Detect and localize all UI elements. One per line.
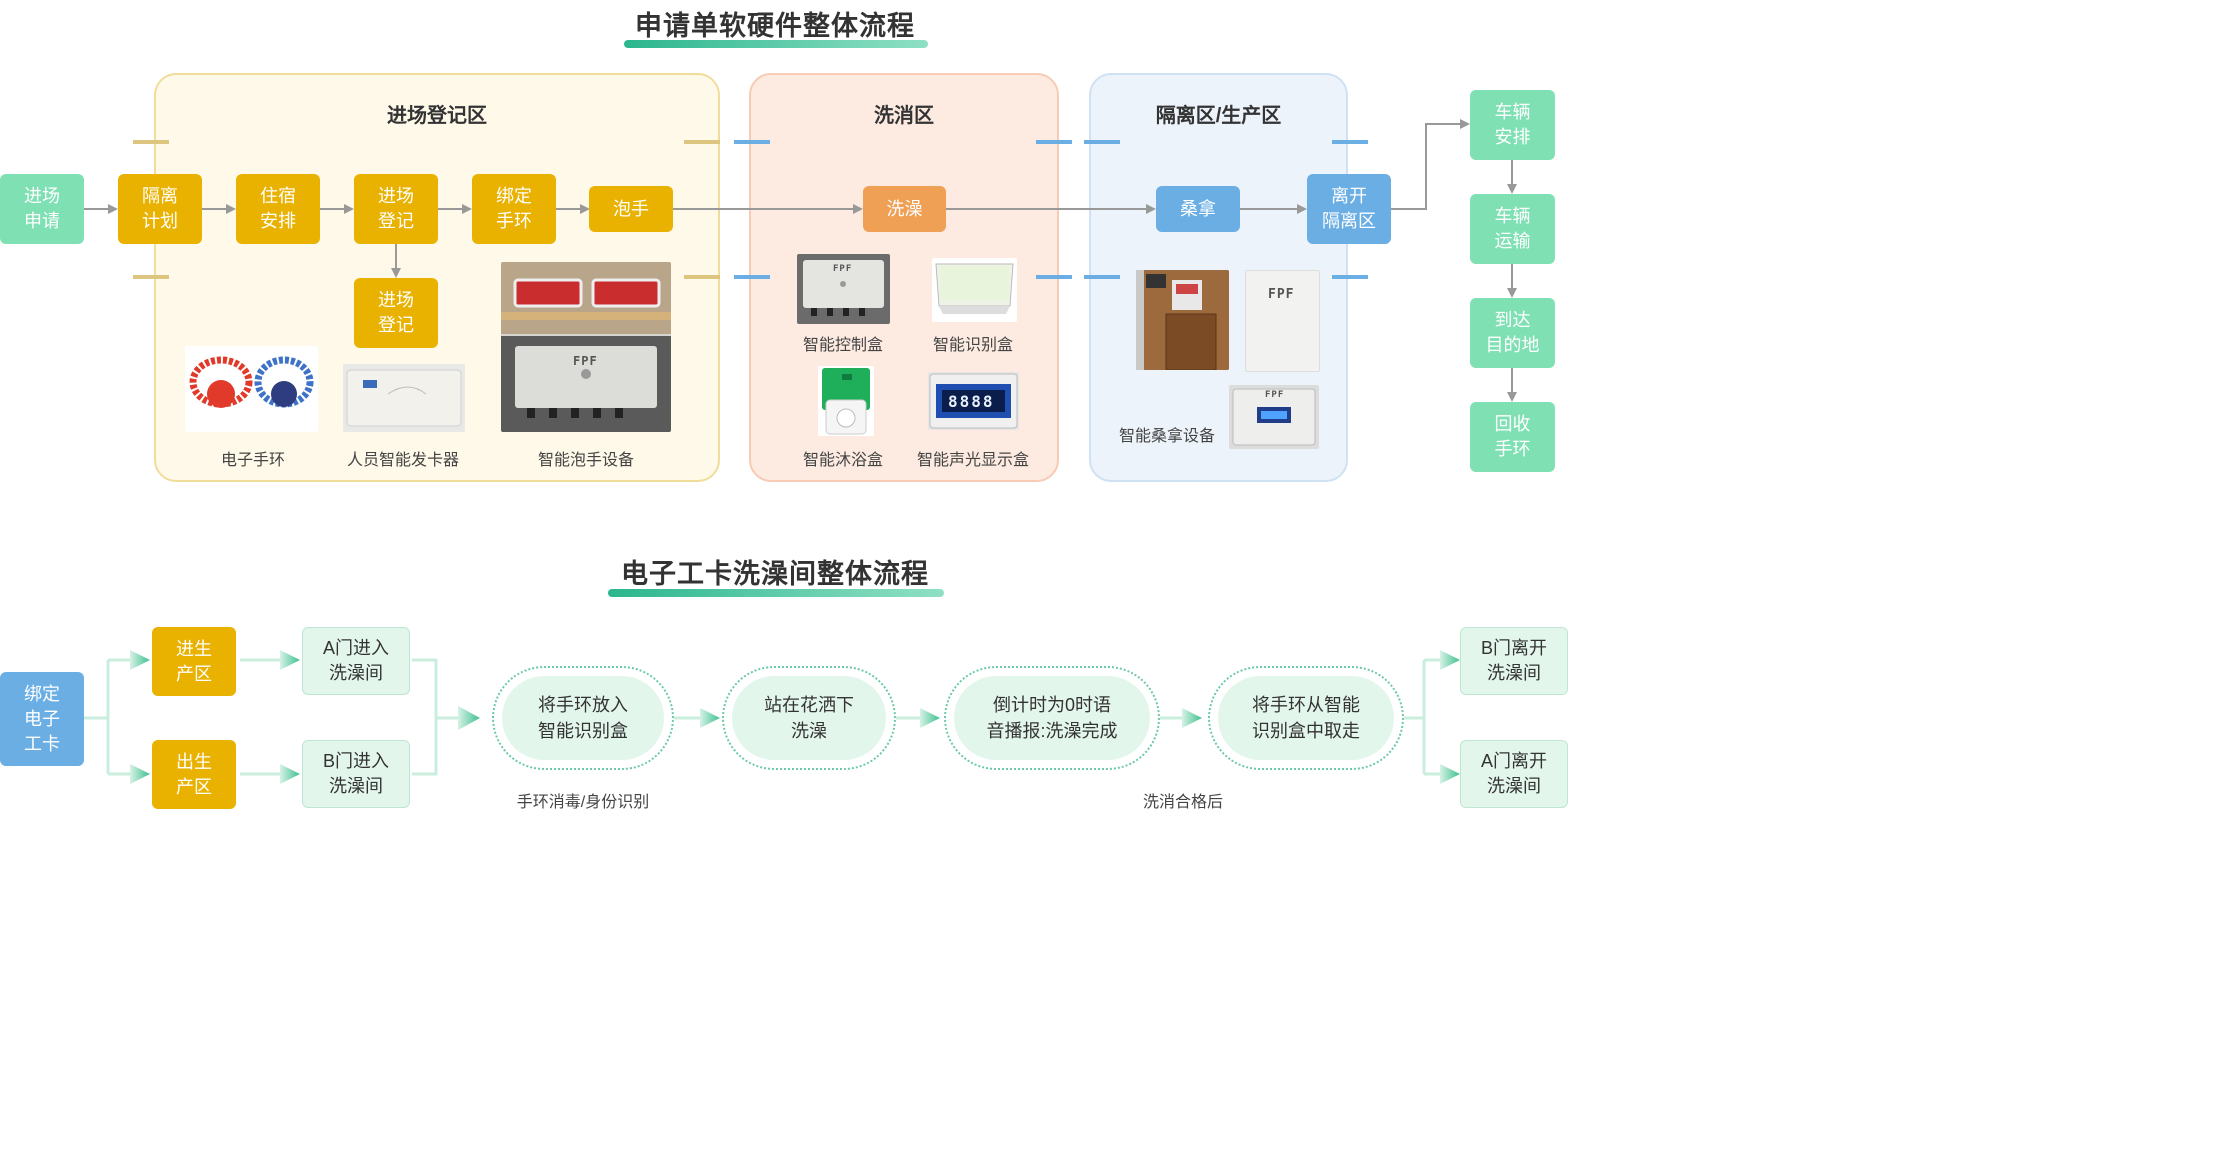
boundary-bar — [734, 275, 770, 279]
bind-work-card-node: 绑定 电子 工卡 — [0, 672, 84, 766]
bracelet-caption: 电子手环 — [220, 452, 285, 469]
step-put-bracelet: 将手环放入 智能识别盒 — [502, 676, 664, 760]
sauna-panel-photo: FPF — [1245, 270, 1320, 372]
shower-node: 洗澡 — [863, 186, 946, 232]
step-pill-4 — [1208, 666, 1404, 770]
fpf-logo: FPF — [1265, 390, 1285, 400]
boundary-bar — [1084, 140, 1120, 144]
step-pill-3 — [944, 666, 1160, 770]
top-flow-arrows — [84, 119, 1517, 402]
boundary-bar — [1084, 275, 1120, 279]
boundary-bar — [684, 140, 720, 144]
isolation-plan-node: 隔离 计划 — [118, 174, 202, 244]
sauna-controller-photo: FPF — [1229, 385, 1319, 449]
top-title-underline — [624, 40, 928, 48]
bath-box-photo — [818, 366, 874, 436]
step-pill-2 — [722, 666, 896, 770]
boundary-bar — [1036, 275, 1072, 279]
card-issuer-caption: 人员智能发卡器 — [346, 452, 459, 469]
recognition-box-photo — [932, 258, 1017, 322]
boundary-bar — [133, 140, 169, 144]
boundary-bar — [684, 275, 720, 279]
exit-production-node: 出生 产区 — [152, 740, 236, 809]
display-box-caption: 智能声光显示盒 — [916, 452, 1029, 469]
display-box-photo: 8888 — [928, 372, 1019, 430]
accommodation-node: 住宿 安排 — [236, 174, 320, 244]
zone-wash-title: 洗消区 — [874, 105, 934, 127]
recycle-bracelet-node: 回收 手环 — [1470, 402, 1555, 472]
hand-soak-photo: FPF — [501, 262, 671, 432]
entry-register-node: 进场 登记 — [354, 174, 438, 244]
step-countdown: 倒计时为0时语 音播报:洗澡完成 — [954, 676, 1150, 760]
boundary-bar — [1036, 140, 1072, 144]
card-issuer-photo — [343, 364, 465, 432]
zone-isolation-title: 隔离区/生产区 — [1155, 105, 1282, 127]
caption-after-qualified: 洗消合格后 — [1142, 794, 1223, 811]
sauna-device-caption: 智能桑拿设备 — [1118, 428, 1215, 445]
step-shower: 站在花洒下 洗澡 — [732, 676, 886, 760]
zone-entry-title: 进场登记区 — [387, 105, 487, 127]
bind-bracelet-node: 绑定 手环 — [472, 174, 556, 244]
boundary-bar — [1332, 275, 1368, 279]
fpf-logo: FPF — [1268, 287, 1295, 302]
step-pill-1 — [492, 666, 674, 770]
enter-production-node: 进生 产区 — [152, 627, 236, 696]
bottom-flow-arrows — [84, 650, 1460, 784]
sauna-room-photo — [1136, 270, 1229, 370]
hand-soak-caption: 智能泡手设备 — [537, 452, 634, 469]
sauna-node: 桑拿 — [1156, 186, 1240, 232]
leave-isolation-node: 离开 隔离区 — [1307, 174, 1391, 244]
control-box-photo: FPF — [797, 254, 890, 324]
door-b-enter-node: B门进入 洗澡间 — [302, 740, 410, 808]
hand-soak-node: 泡手 — [589, 186, 673, 232]
bottom-title: 电子工卡洗澡间整体流程 — [621, 559, 929, 589]
caption-disinfect-identify: 手环消毒/身份识别 — [516, 794, 650, 811]
bracelet-photo — [185, 346, 318, 432]
control-box-caption: 智能控制盒 — [802, 337, 883, 354]
door-b-leave-node: B门离开 洗澡间 — [1460, 627, 1568, 695]
vehicle-transport-node: 车辆 运输 — [1470, 194, 1555, 264]
bottom-title-underline — [608, 589, 944, 597]
display-digits: 8888 — [948, 392, 995, 411]
fpf-logo: FPF — [573, 354, 598, 368]
door-a-leave-node: A门离开 洗澡间 — [1460, 740, 1568, 808]
boundary-bar — [133, 275, 169, 279]
step-take-bracelet: 将手环从智能 识别盒中取走 — [1218, 676, 1394, 760]
fpf-logo: FPF — [833, 264, 853, 274]
arrive-destination-node: 到达 目的地 — [1470, 298, 1555, 368]
door-a-enter-node: A门进入 洗澡间 — [302, 627, 410, 695]
top-title: 申请单软硬件整体流程 — [635, 11, 915, 41]
entry-register-sub-node: 进场 登记 — [354, 278, 438, 348]
entry-application-node: 进场 申请 — [0, 174, 84, 244]
recognition-box-caption: 智能识别盒 — [932, 337, 1013, 354]
bath-box-caption: 智能沐浴盒 — [802, 452, 883, 469]
vehicle-arrange-node: 车辆 安排 — [1470, 90, 1555, 160]
boundary-bar — [1332, 140, 1368, 144]
boundary-bar — [734, 140, 770, 144]
